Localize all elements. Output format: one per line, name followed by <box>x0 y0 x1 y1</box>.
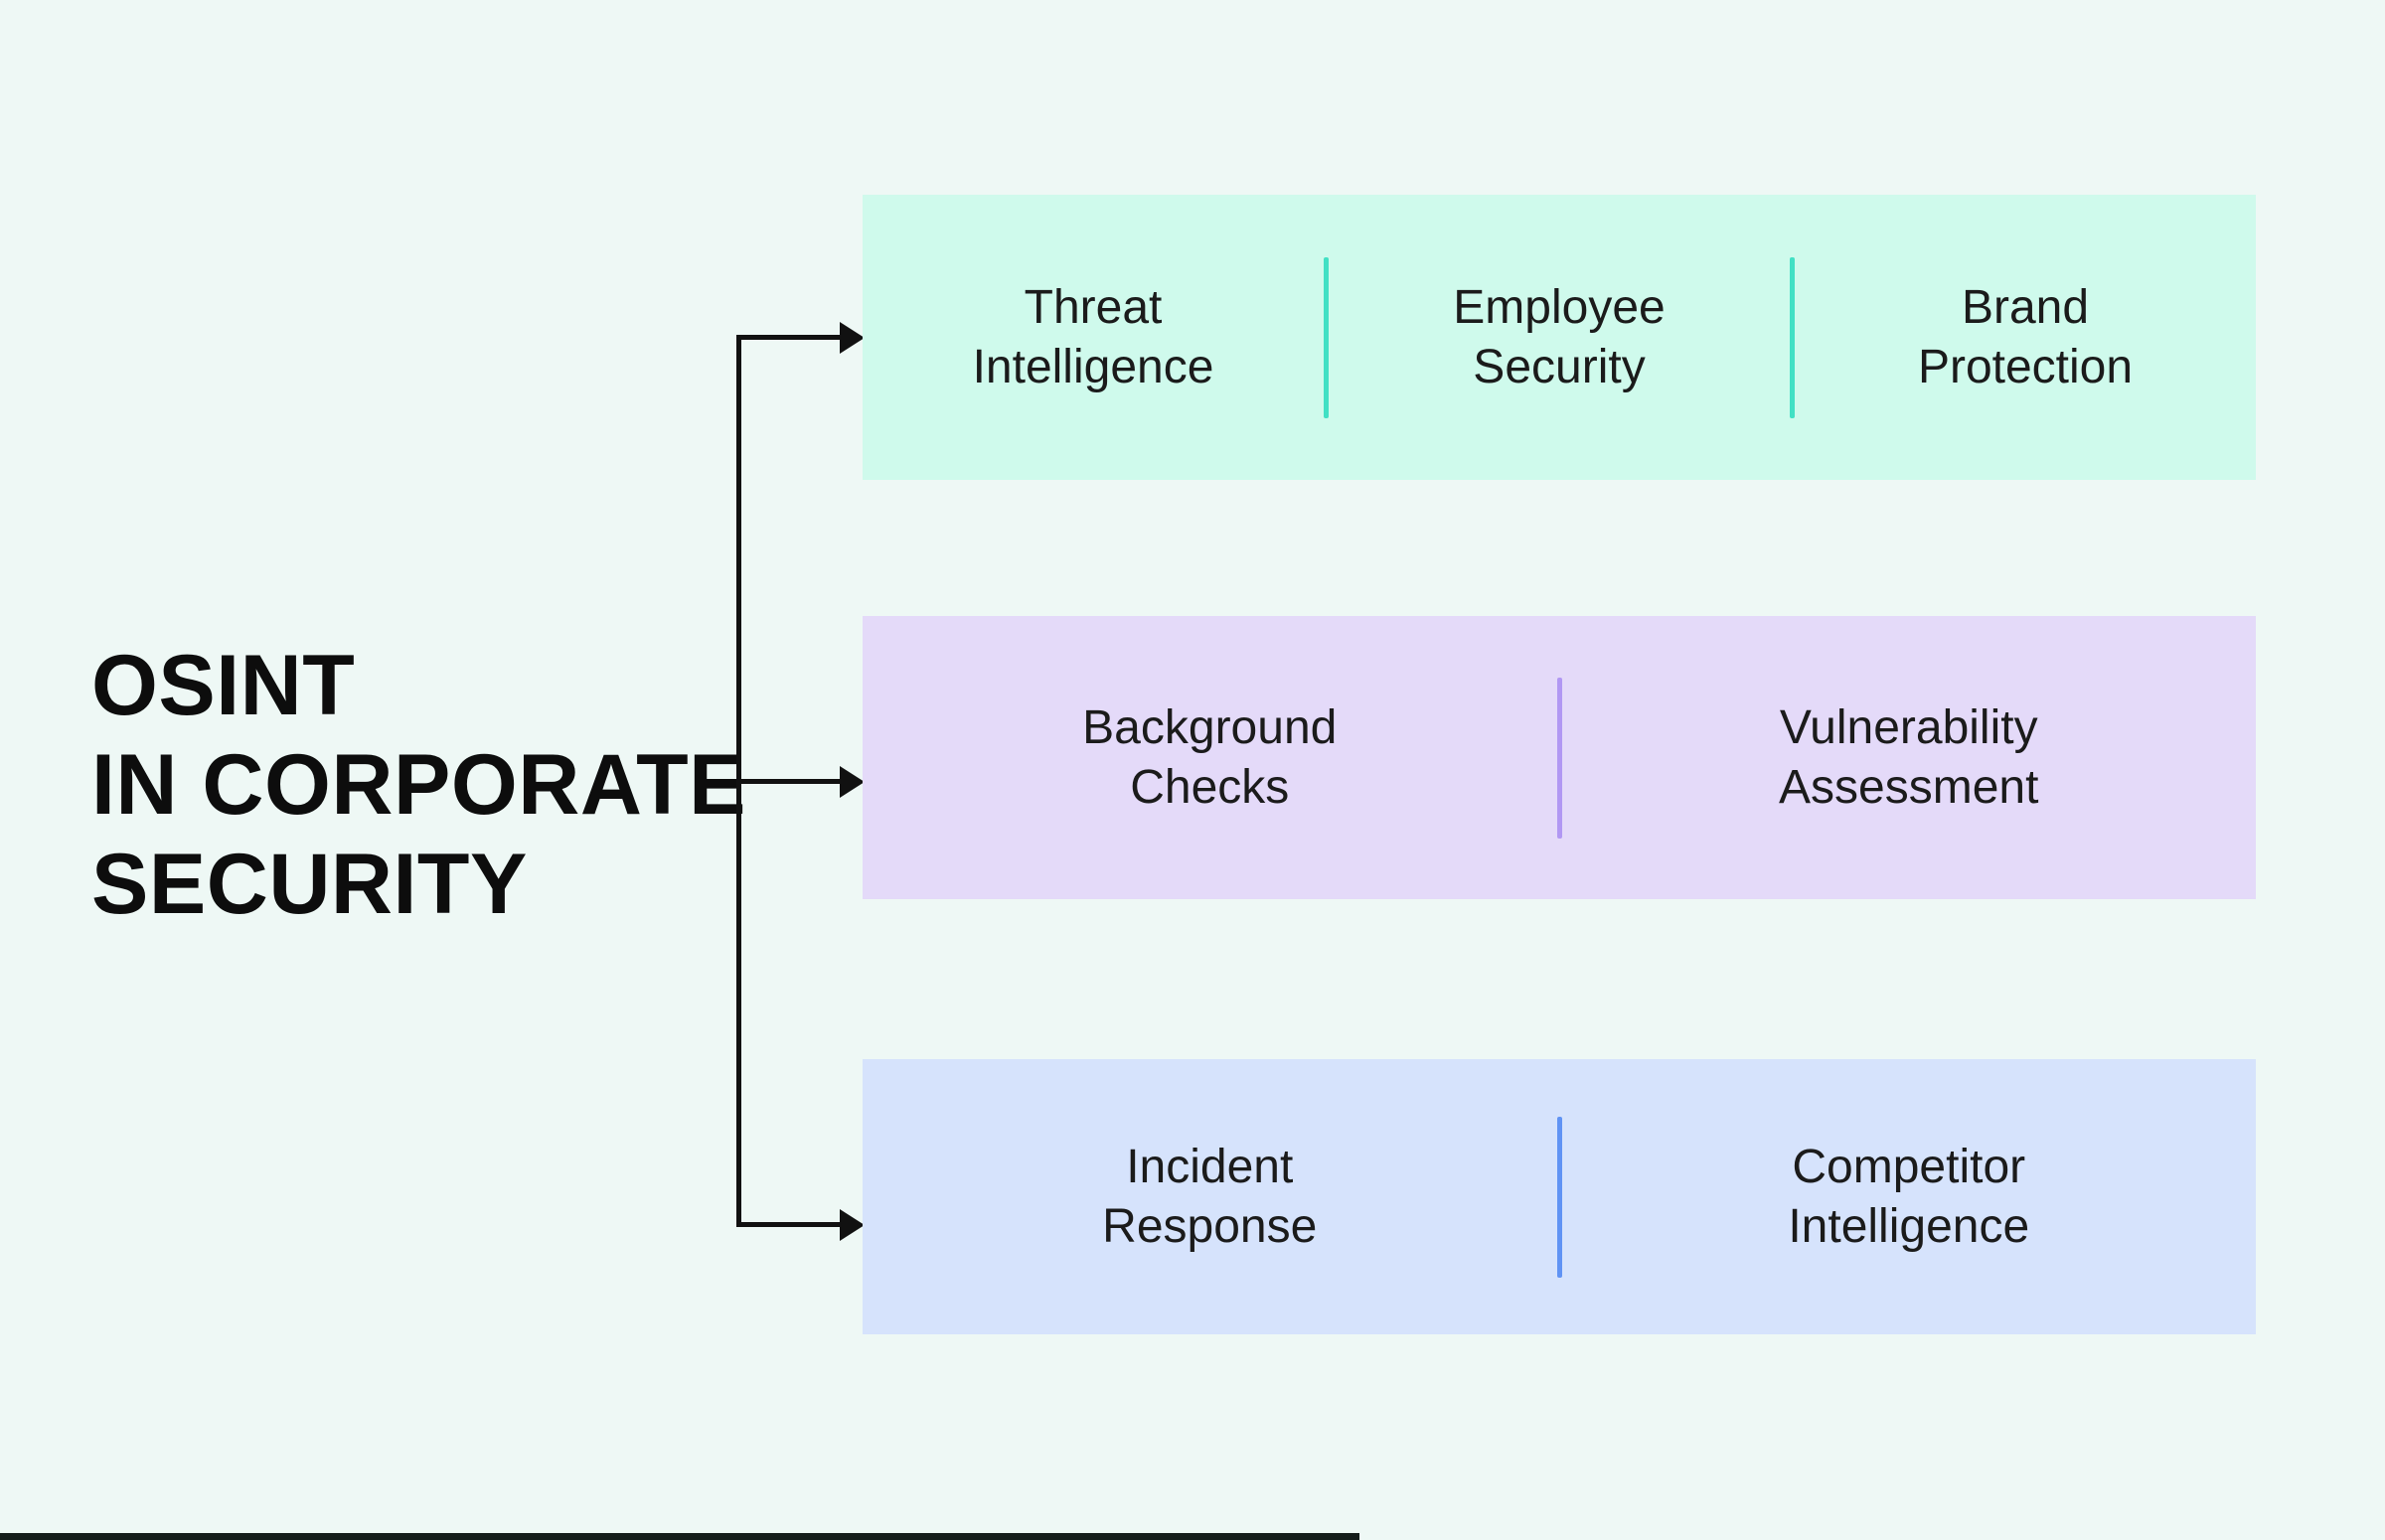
arrow-right-icon <box>840 1209 865 1241</box>
divider <box>1324 256 1329 418</box>
cell-label-line: Incident <box>1126 1140 1294 1193</box>
page-title-line-1: OSINT <box>91 638 356 733</box>
page-title: OSINT IN CORPORATE SECURITY <box>91 636 746 934</box>
category-box-incident-competitor: Incident Response Competitor Intelligenc… <box>863 1059 2256 1334</box>
cell-brand-protection: Brand Protection <box>1795 195 2256 480</box>
cell-label-line: Vulnerability <box>1779 700 2038 754</box>
cell-label-line: Security <box>1473 340 1646 393</box>
category-box-background-vulnerability: Background Checks Vulnerability Assessme… <box>863 616 2256 899</box>
connector-branch-line <box>736 1222 842 1227</box>
cell-incident-response: Incident Response <box>863 1059 1557 1334</box>
cell-label-line: Brand <box>1961 280 2090 334</box>
cell-vulnerability-assessment: Vulnerability Assessment <box>1562 616 2257 899</box>
connector-branch-line <box>736 335 842 340</box>
category-box-threat-employee-brand: Threat Intelligence Employee Security Br… <box>863 195 2256 480</box>
cell-label-line: Intelligence <box>972 340 1214 393</box>
cell-label-line: Protection <box>1917 340 2134 393</box>
connector-branch-line <box>736 779 842 784</box>
cell-label-line: Background <box>1082 700 1338 754</box>
divider <box>1556 1116 1562 1278</box>
cell-label-line: Threat <box>1024 280 1163 334</box>
cell-label-line: Response <box>1102 1199 1318 1253</box>
cell-competitor-intelligence: Competitor Intelligence <box>1562 1059 2257 1334</box>
cell-employee-security: Employee Security <box>1329 195 1790 480</box>
cell-label-line: Employee <box>1453 280 1666 334</box>
cell-label-line: Competitor <box>1792 1140 2026 1193</box>
cell-threat-intelligence: Threat Intelligence <box>863 195 1324 480</box>
divider <box>1556 677 1562 839</box>
cell-label-line: Intelligence <box>1788 1199 2030 1253</box>
page-title-line-2: IN CORPORATE <box>91 737 746 833</box>
cell-label-line: Checks <box>1130 760 1290 814</box>
cell-background-checks: Background Checks <box>863 616 1557 899</box>
divider <box>1790 256 1795 418</box>
arrow-right-icon <box>840 766 865 798</box>
bottom-edge-bar <box>0 1533 1359 1540</box>
page-title-line-3: SECURITY <box>91 837 528 932</box>
cell-label-line: Assessment <box>1779 760 2039 814</box>
arrow-right-icon <box>840 322 865 354</box>
